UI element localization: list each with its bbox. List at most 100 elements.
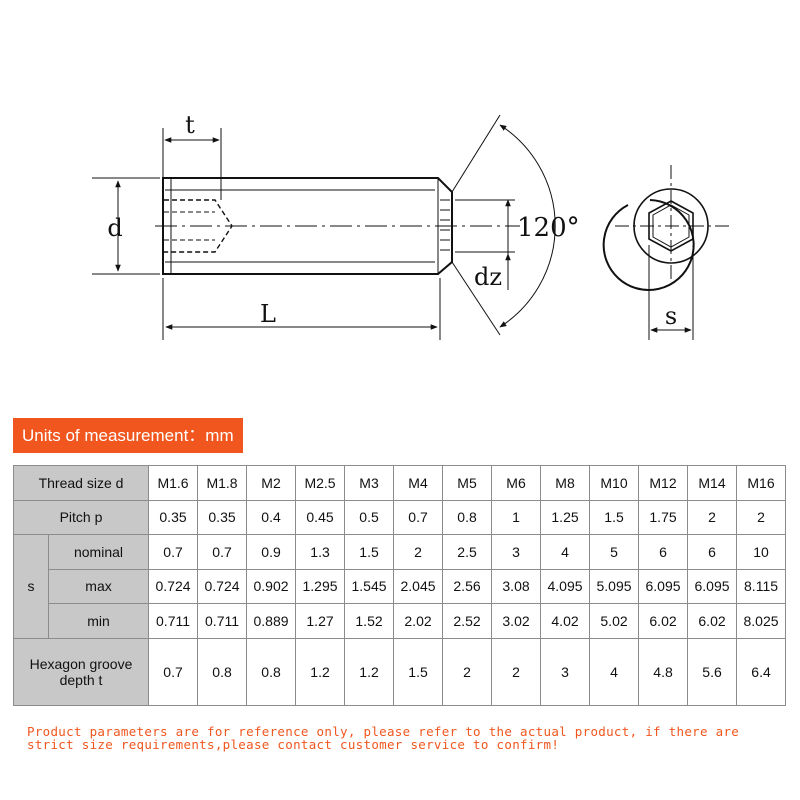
dimension-d — [92, 177, 160, 275]
header-groove-depth: Hexagon groove depth t — [12, 637, 150, 707]
table-cell: 1.2 — [295, 637, 346, 707]
table-cell: 3 — [491, 534, 542, 570]
header-min: min — [47, 603, 150, 639]
header-max: max — [47, 568, 150, 605]
table-cell: 6.4 — [736, 637, 787, 707]
table-cell: M14 — [687, 465, 738, 501]
table-cell: 2.045 — [393, 568, 444, 605]
table-cell: 1.5 — [393, 637, 444, 707]
table-cell: 0.8 — [246, 637, 297, 707]
header-s: s — [13, 534, 49, 639]
table-cell: 0.711 — [197, 603, 248, 639]
label-L: L — [260, 300, 276, 328]
table-cell: M1.6 — [148, 465, 199, 501]
table-cell: 0.711 — [148, 603, 199, 639]
table-cell: 1.27 — [295, 603, 346, 639]
table-cell: 0.8 — [197, 637, 248, 707]
table-cell: 5.6 — [687, 637, 738, 707]
table-cell: 3 — [540, 637, 591, 707]
table-cell: 2.52 — [442, 603, 493, 639]
table-cell: 2.02 — [393, 603, 444, 639]
header-thread-size: Thread size d — [12, 465, 150, 501]
table-cell: 0.724 — [148, 568, 199, 605]
table-cell: 1.75 — [638, 499, 689, 536]
table-cell: M10 — [589, 465, 640, 501]
table-cell: 5.02 — [589, 603, 640, 639]
table-cell: 0.7 — [197, 534, 248, 570]
table-cell: 4.095 — [540, 568, 591, 605]
table-cell: 0.902 — [246, 568, 297, 605]
table-cell: 1.25 — [540, 499, 591, 536]
table-cell: M1.8 — [197, 465, 248, 501]
set-screw-drawing: t d L 120° dz s — [92, 111, 730, 340]
table-cell: 3.08 — [491, 568, 542, 605]
table-cell: 0.5 — [344, 499, 395, 536]
table-cell: 0.35 — [197, 499, 248, 536]
table-cell: 0.35 — [148, 499, 199, 536]
table-cell: 6.095 — [687, 568, 738, 605]
table-cell: 1.3 — [295, 534, 346, 570]
table-cell: 0.8 — [442, 499, 493, 536]
table-cell: M4 — [393, 465, 444, 501]
table-cell: 5.095 — [589, 568, 640, 605]
table-cell: 2 — [442, 637, 493, 707]
table-cell: M2 — [246, 465, 297, 501]
table-cell: 1.545 — [344, 568, 395, 605]
table-cell: 4 — [589, 637, 640, 707]
label-dz: dz — [474, 263, 502, 291]
table-cell: 4.8 — [638, 637, 689, 707]
table-cell: 0.889 — [246, 603, 297, 639]
table-cell: 1 — [491, 499, 542, 536]
table-cell: 0.724 — [197, 568, 248, 605]
table-cell: 6.095 — [638, 568, 689, 605]
label-s: s — [665, 302, 677, 330]
table-cell: 5 — [589, 534, 640, 570]
header-pitch: Pitch p — [12, 499, 150, 536]
table-cell: M3 — [344, 465, 395, 501]
table-cell: 8.115 — [736, 568, 787, 605]
table-cell: 1.5 — [344, 534, 395, 570]
table-cell: 6 — [687, 534, 738, 570]
dimension-dz — [455, 199, 515, 290]
table-cell: 4 — [540, 534, 591, 570]
table-cell: 2 — [736, 499, 787, 536]
table-cell: M5 — [442, 465, 493, 501]
table-cell: M6 — [491, 465, 542, 501]
table-cell: 1.5 — [589, 499, 640, 536]
table-cell: 1.2 — [344, 637, 395, 707]
table-cell: 4.02 — [540, 603, 591, 639]
table-cell: 2 — [687, 499, 738, 536]
table-cell: 0.4 — [246, 499, 297, 536]
screw-side-view — [155, 177, 520, 275]
table-cell: 6.02 — [638, 603, 689, 639]
table-cell: 2 — [491, 637, 542, 707]
label-d: d — [107, 214, 122, 242]
table-cell: 6 — [638, 534, 689, 570]
table-cell: 10 — [736, 534, 787, 570]
dimension-L — [162, 278, 441, 340]
table-cell: 3.02 — [491, 603, 542, 639]
table-cell: 0.9 — [246, 534, 297, 570]
label-angle: 120° — [517, 213, 580, 243]
table-cell: 0.7 — [148, 637, 199, 707]
table-cell: M2.5 — [295, 465, 346, 501]
table-cell: M8 — [540, 465, 591, 501]
disclaimer-note: Product parameters are for reference onl… — [27, 724, 740, 752]
table-cell: 1.295 — [295, 568, 346, 605]
screw-end-view — [602, 165, 730, 340]
header-nominal: nominal — [47, 534, 150, 570]
table-cell: 0.7 — [393, 499, 444, 536]
dimension-t — [162, 128, 222, 200]
units-banner: Units of measurement：mm — [13, 418, 243, 453]
dimension-angle — [451, 114, 556, 336]
label-t: t — [185, 111, 195, 139]
table-cell: M12 — [638, 465, 689, 501]
table-cell: 2 — [393, 534, 444, 570]
table-cell: 0.7 — [148, 534, 199, 570]
